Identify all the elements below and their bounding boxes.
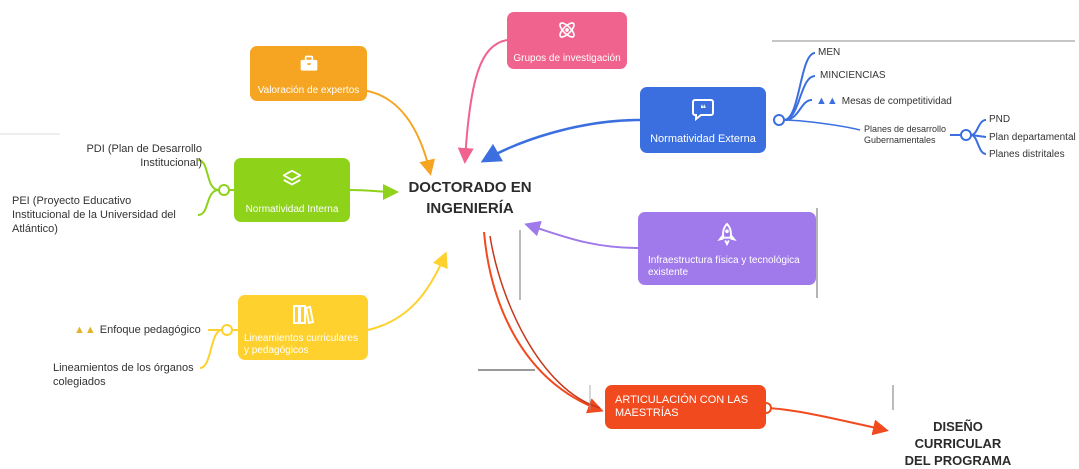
leaf-plan-departamental[interactable]: Plan departamental [989,132,1076,143]
layers-icon [234,168,350,195]
leaf-pei[interactable]: PEI (Proyecto Educativo Institucional de… [12,194,202,236]
pdi-line2: Institucional) [140,157,202,169]
svg-text:❝: ❝ [700,104,706,115]
leaf-planes[interactable]: Planes de desarrollo Gubernamentales [864,124,946,146]
node-grupos-investigacion[interactable]: Grupos de investigación [507,12,627,69]
quote-icon: ❝ [640,97,766,126]
center-topic[interactable]: DOCTORADO EN INGENIERÍA [395,177,545,219]
leaf-pdi[interactable]: PDI (Plan de Desarrollo Institucional) [62,142,202,170]
enfoque-label: Enfoque pedagógico [99,324,201,336]
edge-infraestructura [524,220,639,249]
node-infraestructura[interactable]: Infraestructura física y tecnológica exi… [638,212,816,285]
edge-valoracion [361,89,435,176]
edge-externa [480,118,641,163]
leaf-enfoque[interactable]: ▲▲Enfoque pedagógico [74,323,201,337]
normatividad-interna-label: Normatividad Interna [245,204,339,215]
pei-line3: Atlántico) [12,223,58,235]
articulacion-label: ARTICULACIÓN CON LAS MAESTRÍAS [615,394,749,419]
edge-articulacion-2 [489,235,601,409]
leaf-minciencias[interactable]: MINCIENCIAS [820,70,886,81]
mesas-label: Mesas de competitividad [841,96,952,107]
edge-articulacion-1 [483,231,604,414]
planes-line1: Planes de desarrollo [864,124,947,134]
edge-lineamientos [367,251,448,331]
leaf-organos[interactable]: Lineamientos de los órganos colegiados [53,361,194,389]
center-line1: DOCTORADO EN [408,179,532,196]
normatividad-externa-label: Normatividad Externa [650,133,756,145]
node-valoracion-expertos[interactable]: Valoración de expertos [250,46,367,101]
node-normatividad-externa[interactable]: ❝ Normatividad Externa [640,87,766,153]
atom-icon [507,19,627,46]
edge-grupos [457,39,508,164]
rocket-icon [638,222,816,251]
final-line1: DISEÑO CURRICULAR [914,419,1002,451]
pdi-line1: PDI (Plan de Desarrollo [86,143,202,155]
leaf-planes-distritales[interactable]: Planes distritales [989,149,1065,160]
final-topic[interactable]: DISEÑO CURRICULAR DEL PROGRAMA [888,418,1028,469]
people-icon: ▲▲ [816,95,838,107]
connector-lines [0,39,1075,436]
center-line2: INGENIERÍA [426,200,514,217]
edge-final [767,407,889,436]
lineamientos-label: Lineamientos curriculares y pedagógicos [244,333,358,356]
leaf-men[interactable]: MEN [818,47,841,58]
pei-line1: PEI (Proyecto Educativo [12,195,132,207]
leaf-mesas[interactable]: ▲▲Mesas de competitividad [816,94,952,109]
node-articulacion[interactable]: ARTICULACIÓN CON LAS MAESTRÍAS [605,385,766,429]
grupos-label: Grupos de investigación [513,53,621,64]
organos-line1: Lineamientos de los órganos [53,362,194,374]
valoracion-label: Valoración de expertos [257,85,360,96]
node-lineamientos[interactable]: Lineamientos curriculares y pedagógicos [238,295,368,360]
infraestructura-label: Infraestructura física y tecnológica exi… [648,255,800,278]
edge-interna [349,183,399,200]
people-icon: ▲▲ [74,324,96,336]
node-normatividad-interna[interactable]: Normatividad Interna [234,158,350,222]
planes-line2: Gubernamentales [864,135,936,145]
leaf-pnd[interactable]: PND [989,114,1011,125]
books-icon [238,303,368,330]
briefcase-icon [250,54,367,79]
final-line2: DEL PROGRAMA [904,453,1012,468]
pei-line2: Institucional de la Universidad del [12,209,176,221]
organos-line2: colegiados [53,376,106,388]
